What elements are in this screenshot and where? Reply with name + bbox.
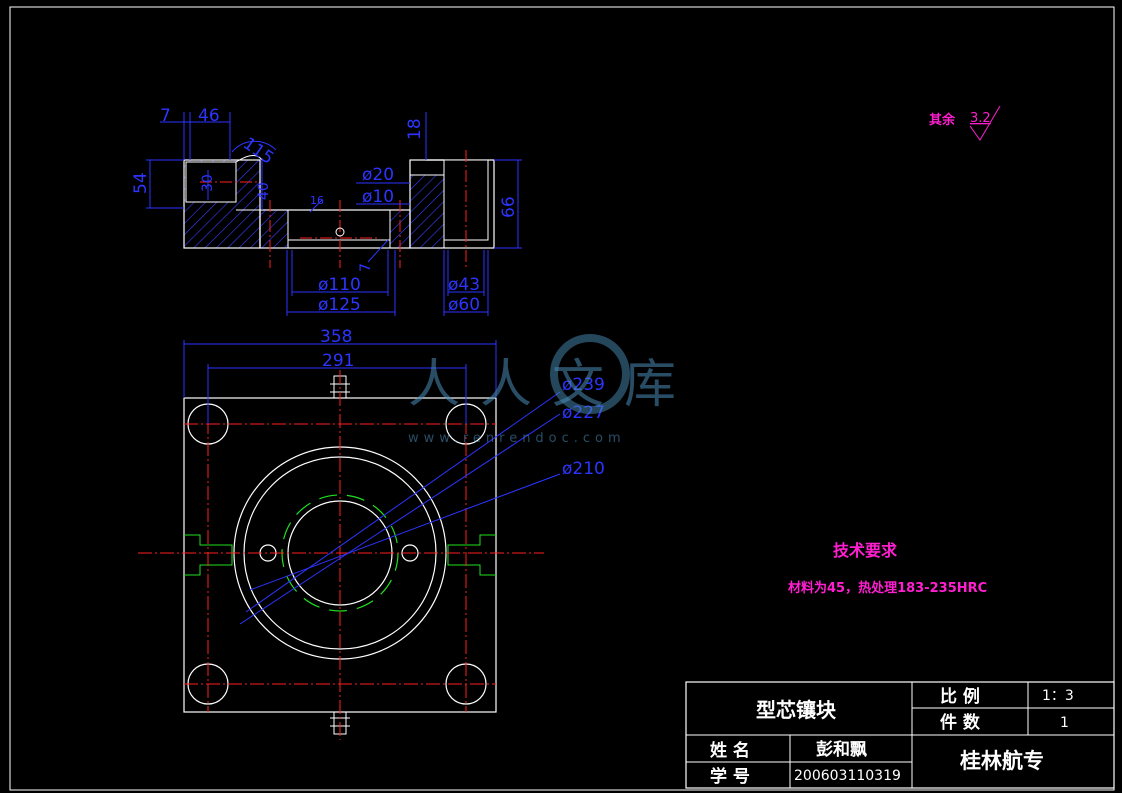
title-scale-value: 1：3 <box>1042 688 1074 704</box>
title-scale-label: 比 例 <box>940 686 980 707</box>
dim-18: 18 <box>405 118 425 140</box>
title-id-value: 200603110319 <box>794 768 901 784</box>
plan-right-slot <box>447 534 496 576</box>
watermark-brand: 人人文库 <box>408 355 696 415</box>
plan-dimension-lines <box>183 340 561 625</box>
plan-centerlines <box>138 370 544 740</box>
dim-phi10: ø10 <box>362 187 394 207</box>
dim-40: 40 <box>256 182 272 200</box>
dim-46: 46 <box>198 106 220 126</box>
roughness-note: 其余 3.2 <box>929 105 1001 141</box>
section-dimension-lines <box>146 112 522 316</box>
title-name-value: 彭和飘 <box>816 739 867 760</box>
title-school: 桂林航专 <box>959 749 1044 773</box>
dim-phi60: ø60 <box>448 295 480 315</box>
dim-7: 7 <box>160 106 171 126</box>
watermark: 人人文库 www.renrendoc.com <box>408 334 696 446</box>
tech-requirements: 技术要求 材料为45，热处理183-235HRC <box>788 541 987 596</box>
dim-30: 30 <box>200 174 216 192</box>
roughness-symbol <box>969 105 1001 141</box>
dim-phi125: ø125 <box>318 295 361 315</box>
section-mid-hatch-left <box>259 209 289 249</box>
title-block: 型芯镶块 比 例 1：3 件 数 1 姓 名 彭和飘 学 号 200603110… <box>685 681 1115 789</box>
section-right-hatch <box>409 174 445 249</box>
dim-291: 291 <box>322 351 354 371</box>
dim-358: 358 <box>320 327 352 347</box>
watermark-url: www.renrendoc.com <box>408 431 626 446</box>
dim-phi210: ø210 <box>562 459 605 479</box>
title-id-label: 学 号 <box>710 766 750 787</box>
dim-54: 54 <box>131 172 151 194</box>
plan-view: 358 291 ø239 ø227 ø210 <box>138 327 605 740</box>
dim-phi20: ø20 <box>362 165 394 185</box>
title-qty-label: 件 数 <box>940 712 981 733</box>
section-view: 7 46 115 18 54 30 40 66 16 7 ø20 ø10 ø11… <box>131 106 522 316</box>
title-part-name: 型芯镶块 <box>756 698 837 722</box>
plan-left-slot <box>184 534 233 576</box>
roughness-value: 3.2 <box>970 111 991 126</box>
dim-phi110: ø110 <box>318 275 361 295</box>
dim-66: 66 <box>499 196 519 218</box>
title-name-label: 姓 名 <box>710 740 750 761</box>
section-pin-hole <box>335 227 345 237</box>
dim-phi43: ø43 <box>448 275 480 295</box>
tech-text: 材料为45，热处理183-235HRC <box>788 580 987 596</box>
dim-16: 16 <box>310 194 324 207</box>
watermark-logo-ring <box>550 334 630 414</box>
roughness-label: 其余 <box>929 112 956 128</box>
dim-7b: 7 <box>358 263 374 272</box>
tech-title: 技术要求 <box>833 541 898 560</box>
title-qty-value: 1 <box>1060 715 1069 731</box>
drawing-border <box>9 6 1115 791</box>
dim-phi239: ø239 <box>562 375 605 395</box>
